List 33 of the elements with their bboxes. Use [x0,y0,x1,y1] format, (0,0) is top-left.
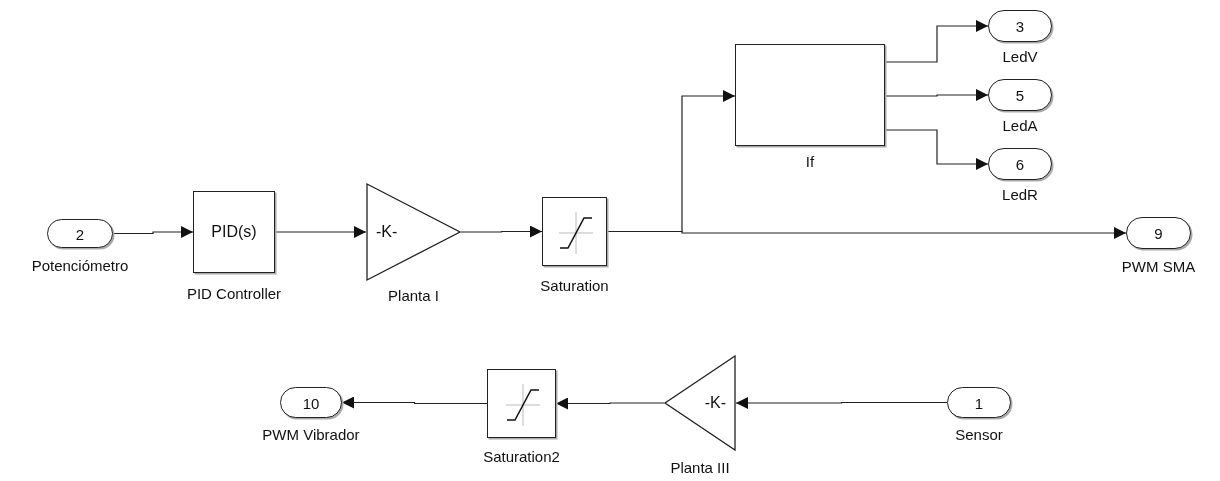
port-number: 3 [1015,17,1025,35]
signal-arrow [112,226,194,238]
port-number: 5 [1015,86,1025,104]
block-label: PWM Vibrador [262,426,360,443]
port-number: 9 [1154,224,1163,242]
port-number: 6 [1015,155,1025,173]
signal-arrow [884,20,989,63]
signal-arrow [274,226,367,238]
port-number: 10 [302,394,320,411]
signal-arrow [606,90,736,233]
block-text: -K- [375,223,398,241]
block-label: Sensor [955,426,1003,443]
block-label: PWM SMA [1121,258,1196,275]
block-text: -K- [704,394,727,412]
block-label: PID Controller [186,285,282,302]
block-label: LedR [1002,186,1038,203]
signal-arrow [884,89,989,101]
block-label: LedV [1002,48,1038,65]
block-label: Potenciómetro [31,257,129,274]
block-label: Planta I [388,287,439,304]
block-label: Saturation2 [483,448,560,465]
block-text: PID(s) [211,223,257,241]
signal-arrow [555,397,665,410]
signal-arrow [884,129,989,170]
block-label: Planta III [670,459,730,476]
signal-arrow [460,225,543,238]
block-label: LedA [1002,117,1038,134]
block-label: If [805,153,815,170]
signal-arrow [735,397,948,409]
port-number: 2 [75,225,85,242]
signal-arrow [341,396,488,409]
port-number: 1 [974,394,984,411]
block-label: Saturation [540,277,609,294]
